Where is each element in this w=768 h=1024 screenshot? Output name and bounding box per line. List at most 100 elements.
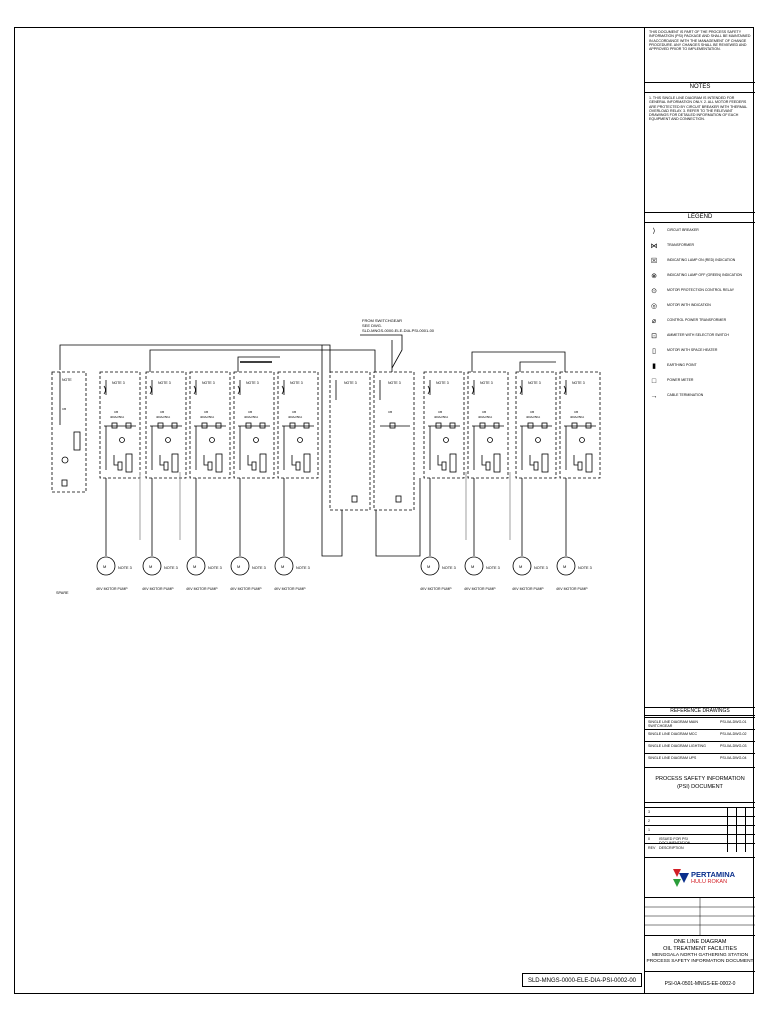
signature-grid (645, 898, 755, 936)
circuit-breaker-icon (427, 385, 430, 395)
motor-name-label: 4KV MOTOR PUMP (96, 587, 128, 591)
motor-icon (96, 556, 116, 576)
notes-text: 1. THIS SINGLE LINE DIAGRAM IS INTENDED … (649, 96, 748, 122)
feeder-cubicle-box (99, 371, 141, 479)
feeder-meter-icon (441, 461, 447, 471)
logo-section: PERTAMINA HULU ROKAN (645, 857, 755, 897)
revision-cell-divider (736, 826, 737, 834)
source-label-line3: SLD-MNGS-0000-ELE-DIA-PSI-0001-00 (362, 328, 435, 333)
legend-label: TRANSFORMER (667, 243, 695, 247)
motor-symbol-label: M (237, 564, 240, 569)
legend-label: CABLE TERMINATION (667, 393, 704, 397)
motor-note-label: NOTE 3 (578, 566, 592, 570)
spare-label: SPARE (56, 591, 69, 595)
feeder-meter-icon (117, 461, 123, 471)
motor-icon (230, 556, 250, 576)
reference-description: SINGLE LINE DIAGRAM MAIN SWITCHGEAR (648, 720, 698, 728)
bus-link-left (59, 344, 331, 372)
left-mcc-cb-label: CB (62, 407, 66, 411)
feeder-cubicle-box (515, 371, 557, 479)
feeder-contactor-box (541, 422, 548, 429)
feeder-relay-box (571, 422, 578, 429)
doc-number-section: PSI-0A-0501-MNGS-EE-0002-0 (645, 971, 755, 994)
feeder-rating-label: 400A/25KA (288, 415, 302, 419)
feeder-note-label: NOTE 3 (290, 381, 303, 385)
feeder-cb-label: CB (160, 410, 164, 414)
revision-number: 0 (648, 837, 650, 841)
feeder-note-label: NOTE 3 (480, 381, 493, 385)
left-mcc-box (51, 371, 87, 493)
feeder-contactor-box (585, 422, 592, 429)
circuit-breaker-icon (281, 385, 284, 395)
left-mcc-note: NOTE (62, 378, 72, 382)
circuit-breaker-icon (237, 385, 240, 395)
drawing-title-line3: MENGGALA NORTH GATHERING STATION (651, 953, 749, 958)
feeder-cubicle-box (467, 371, 509, 479)
top-note: THIS DOCUMENT IS PART OF THE PROCESS SAF… (649, 30, 751, 52)
motor-note-label: NOTE 3 (118, 566, 132, 570)
legend-item: ⊙MOTOR PROTECTION CONTROL RELAY (645, 285, 755, 299)
feeder-meter-icon (295, 461, 301, 471)
motor-note-label: NOTE 3 (534, 566, 548, 570)
feeder-control-wire (573, 455, 578, 466)
legend-item: ⋈TRANSFORMER (645, 240, 755, 254)
revision-cell-divider (727, 808, 728, 816)
reference-number: PSI-0A-DWG-03 (720, 744, 747, 748)
legend-label: EARTHING POINT (667, 363, 697, 367)
revision-cell-divider (736, 808, 737, 816)
motor-note-label: NOTE 3 (486, 566, 500, 570)
feeder-contactor-box (493, 422, 500, 429)
motor-name-label: 4KV MOTOR PUMP (142, 587, 174, 591)
legend-label: POWER METER (667, 378, 694, 382)
drawing-sheet-border (14, 27, 754, 994)
feeder-cb-label: CB (530, 410, 534, 414)
revision-cell-divider (736, 835, 737, 843)
legend-symbol-icon: ▯ (652, 348, 656, 355)
legend-item: ⊡AMMETER WITH SELECTOR SWITCH (645, 330, 755, 344)
reference-number: PSI-0A-DWG-01 (720, 720, 747, 724)
drawing-title-line1: ONE LINE DIAGRAM (673, 939, 727, 945)
feeder-relay-box (201, 422, 208, 429)
feeder-cb-label: CB (248, 410, 252, 414)
legend-item: □POWER METER (645, 375, 755, 389)
circuit-breaker-icon (471, 385, 474, 395)
feeder-cb-label: CB (292, 410, 296, 414)
feeder-cubicle-box (559, 371, 601, 479)
motor-name-label: 4KV MOTOR PUMP (230, 587, 262, 591)
source-label-line1: FROM SWITCHGEAR (362, 318, 402, 323)
circuit-breaker-icon (563, 385, 566, 395)
motor-symbol-label: M (281, 564, 284, 569)
legend-label: INDICATING LAMP OFF (GREEN) INDICATION (667, 273, 743, 277)
feeder-rating-label: 400A/25KA (244, 415, 258, 419)
feeder-cabinet-icon (171, 453, 179, 473)
feeder-cabinet-icon (541, 453, 549, 473)
feeder-cabinet-icon (215, 453, 223, 473)
motor-name-label: 4KV MOTOR PUMP (464, 587, 496, 591)
legend-section: LEGEND ⟩CIRCUIT BREAKER⋈TRANSFORMER☒INDI… (645, 212, 755, 707)
feeder-meter-icon (251, 461, 257, 471)
indicating-lamp-icon (443, 437, 449, 443)
bus-link-inner (237, 356, 280, 372)
motor-note-label: NOTE 3 (164, 566, 178, 570)
feeder-contactor-box (171, 422, 178, 429)
feeder-rating-label: 400A/25KA (200, 415, 214, 419)
feeder-note-label: NOTE 3 (436, 381, 449, 385)
revision-description: DESCRIPTION (659, 846, 684, 850)
legend-item: →CABLE TERMINATION (645, 390, 755, 404)
indicating-lamp-icon (535, 437, 541, 443)
revision-cell-divider (745, 826, 746, 834)
revision-cell-divider (736, 844, 737, 852)
feeder-note-label: NOTE 3 (202, 381, 215, 385)
feeder-contactor-box (125, 422, 132, 429)
feeder-cubicle-box (277, 371, 319, 479)
motor-name-label: 4KV MOTOR PUMP (186, 587, 218, 591)
feeder-cubicle-box (145, 371, 187, 479)
legend-symbol-icon: ⌀ (651, 318, 657, 325)
feeder-cubicle-box (423, 371, 465, 479)
revision-cell-divider (745, 844, 746, 852)
logo-subtitle: HULU ROKAN (691, 879, 728, 885)
drawing-title-line4: PROCESS SAFETY INFORMATION DOCUMENT (646, 959, 754, 964)
